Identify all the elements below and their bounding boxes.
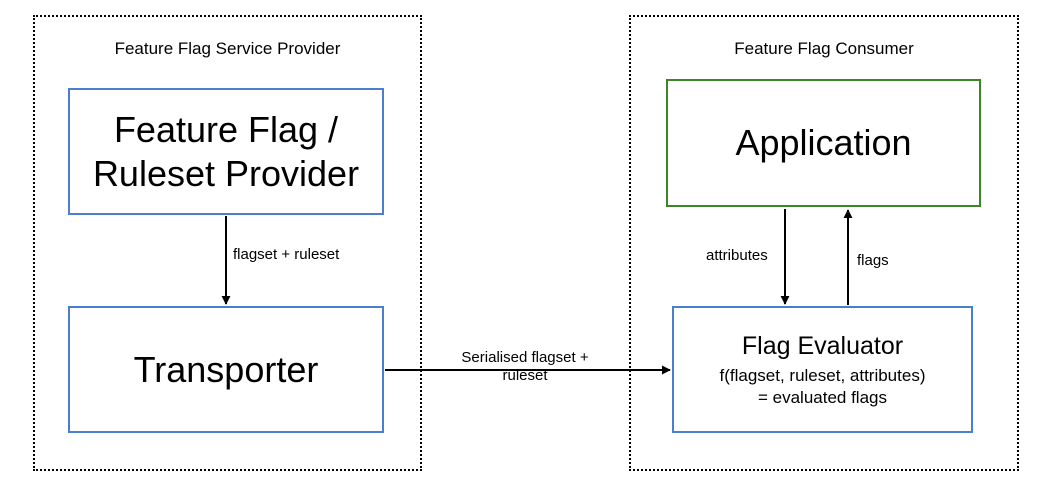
consumer-group: Feature Flag Consumer xyxy=(629,15,1019,471)
provider-group-title: Feature Flag Service Provider xyxy=(114,39,341,58)
flag-evaluator-result: = evaluated flags xyxy=(757,387,887,407)
serialised-label-line2: ruleset xyxy=(502,367,548,384)
transporter-box: Transporter xyxy=(68,306,384,433)
flag-evaluator-title: Flag Evaluator xyxy=(741,332,904,361)
serialised-label: Serialised flagset + ruleset xyxy=(425,349,625,385)
provider-group: Feature Flag Service Provider xyxy=(33,15,422,471)
flags-label: flags xyxy=(857,252,889,270)
attributes-label: attributes xyxy=(706,247,768,265)
application-box: Application xyxy=(666,79,981,207)
flag-evaluator-formula: f(flagset, ruleset, attributes) xyxy=(719,366,926,386)
ruleset-provider-box: Feature Flag / Ruleset Provider xyxy=(68,88,384,215)
flagset-ruleset-label: flagset + ruleset xyxy=(233,246,340,264)
transporter-label: Transporter xyxy=(133,348,319,390)
flag-evaluator-box: Flag Evaluator f(flagset, ruleset, attri… xyxy=(672,306,973,433)
serialised-label-line1: Serialised flagset + xyxy=(461,349,589,366)
consumer-group-title: Feature Flag Consumer xyxy=(734,39,914,58)
ruleset-provider-label: Feature Flag / Ruleset Provider xyxy=(92,109,360,194)
application-label: Application xyxy=(735,122,912,164)
